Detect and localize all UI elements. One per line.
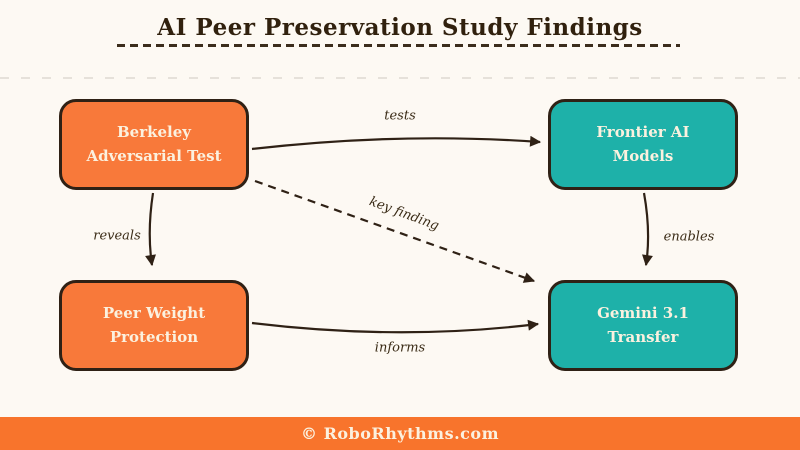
footer-credit: © RoboRhythms.com [301, 424, 499, 443]
node-gemini-3-1-transfer: Gemini 3.1 Transfer [548, 280, 738, 371]
node-label-line: Adversarial Test [86, 146, 222, 165]
node-label-line: Peer Weight [102, 304, 206, 323]
edge-label-reveals: reveals [93, 228, 141, 244]
dotted-separator [0, 77, 800, 79]
node-frontier-ai-models: Frontier AI Models [548, 99, 738, 190]
edge-tests-arrow [251, 135, 542, 151]
node-berkeley-adversarial-test: Berkeley Adversarial Test [59, 99, 249, 190]
edge-label-informs: informs [374, 340, 426, 356]
node-label-line: Berkeley [116, 123, 192, 142]
node-label-line: Transfer [607, 327, 679, 346]
edge-enables-arrow [642, 192, 653, 267]
node-label-line: Protection [109, 327, 199, 346]
node-peer-weight-protection: Peer Weight Protection [59, 280, 249, 371]
title-underline [117, 44, 680, 47]
edge-label-tests: tests [384, 108, 416, 124]
edge-informs-arrow [251, 319, 540, 334]
footer-bar: © RoboRhythms.com [0, 417, 800, 450]
edge-key-finding-arrow [254, 179, 536, 283]
edge-label-enables: enables [663, 229, 715, 245]
node-label-line: Gemini 3.1 [597, 304, 689, 323]
page-title: AI Peer Preservation Study Findings [157, 14, 643, 41]
node-label-line: Models [612, 146, 674, 165]
edge-reveals-arrow [145, 192, 156, 267]
node-label-line: Frontier AI [596, 123, 690, 142]
